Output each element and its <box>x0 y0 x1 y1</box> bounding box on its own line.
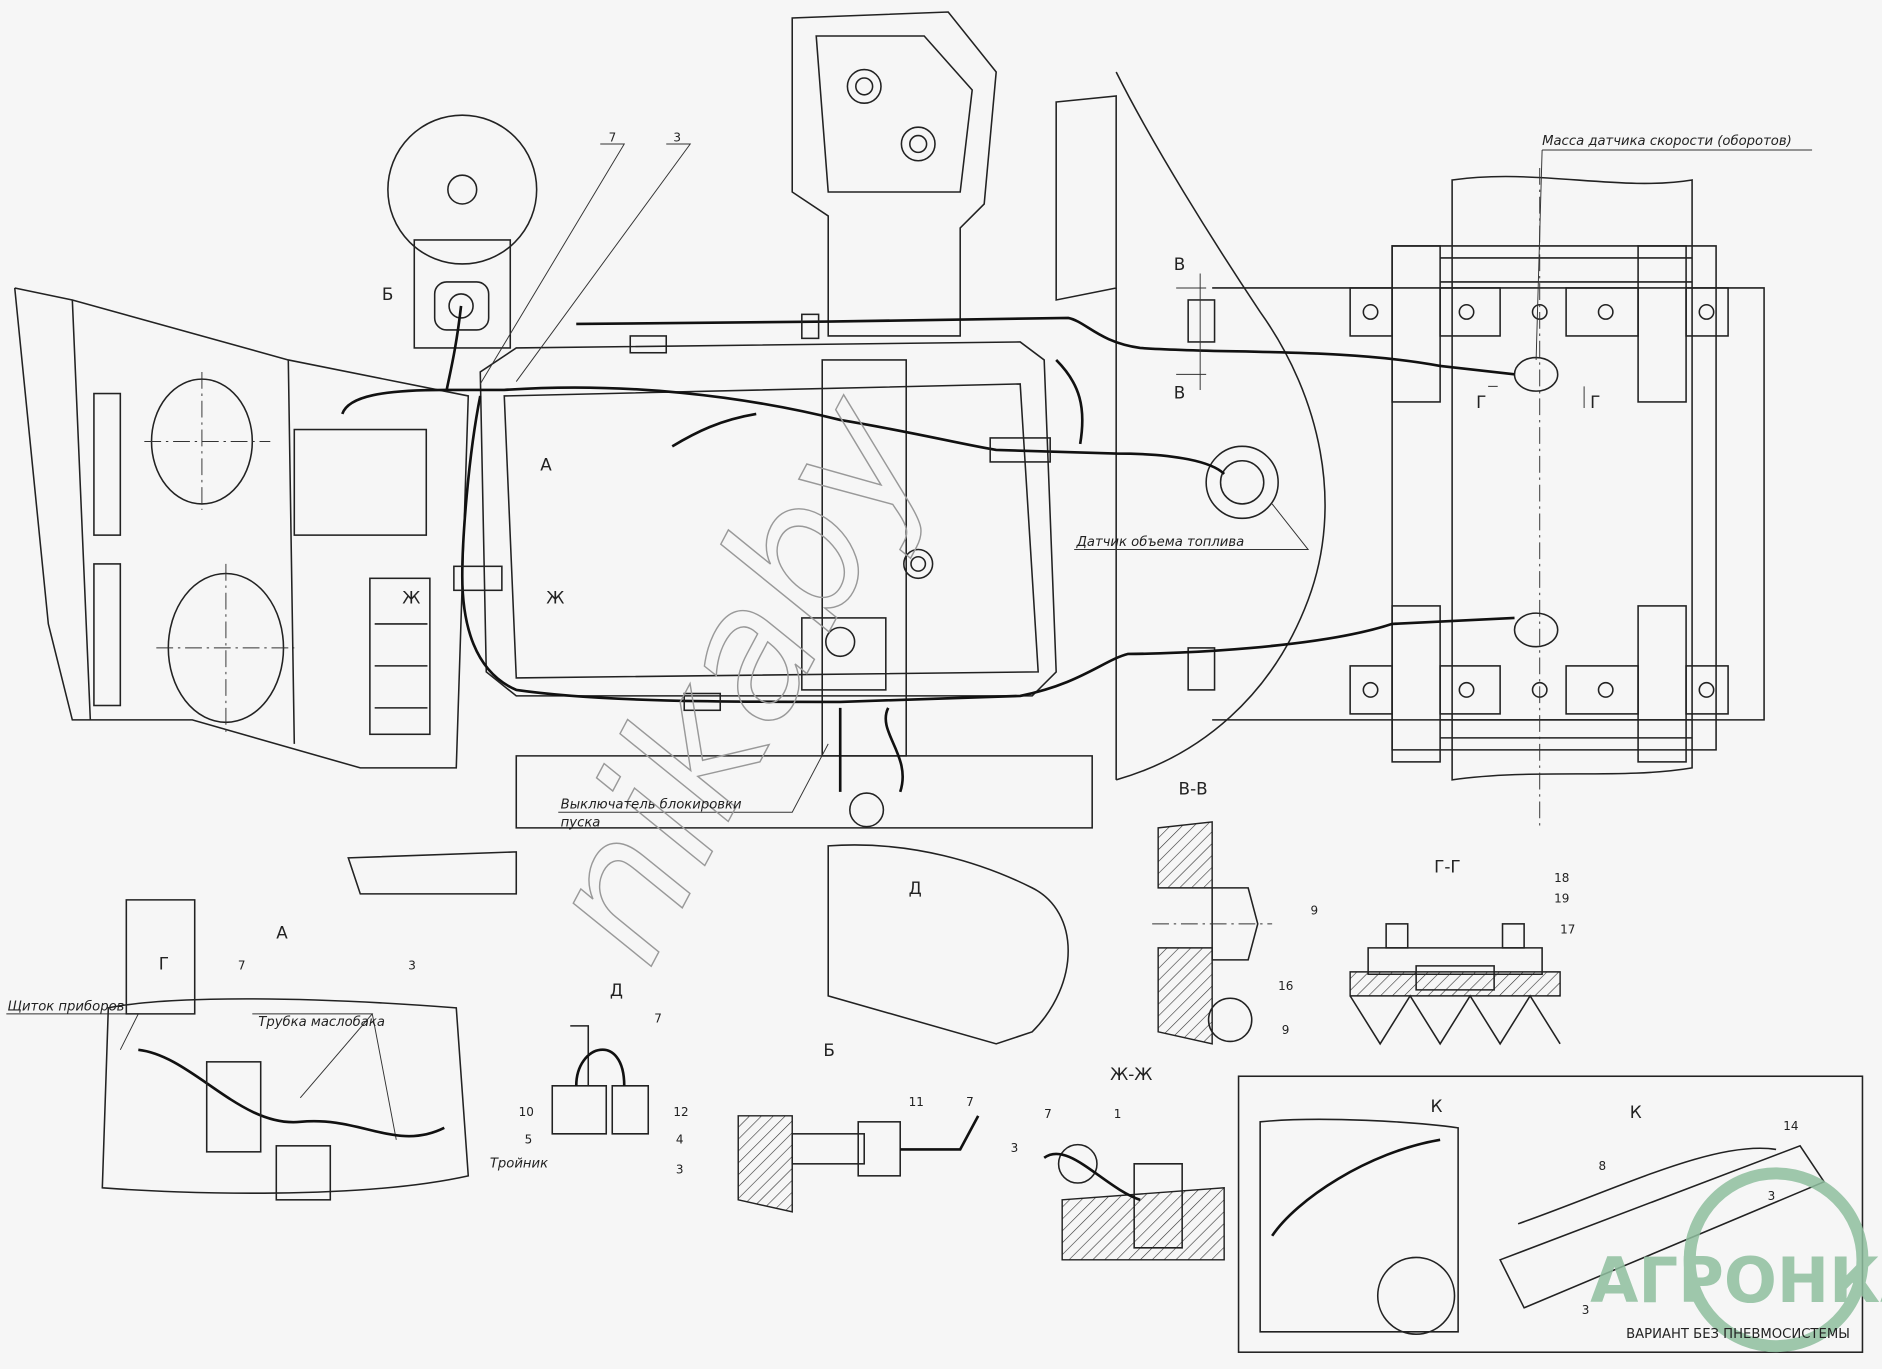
agronka-logo: АГРОНКА <box>1590 1167 1882 1353</box>
callout-3-k1: 3 <box>1768 1189 1776 1203</box>
section-mark-b: Б <box>382 284 394 304</box>
variant-frame <box>1237 1075 1864 1353</box>
section-mark-zh-left: Ж <box>402 588 420 608</box>
callout-11: 11 <box>909 1095 924 1109</box>
section-mark-g-right: Г <box>1590 392 1600 412</box>
view-mark-g: Г <box>159 953 169 973</box>
view-title-a: А <box>276 922 288 942</box>
callout-7-a: 7 <box>238 958 246 972</box>
view-title-g-g: Г-Г <box>1434 856 1461 876</box>
section-mark-a: А <box>540 454 552 474</box>
callout-9-v: 9 <box>1282 1023 1290 1037</box>
tractor-frame-plan-view <box>13 11 1765 1045</box>
callout-18: 18 <box>1554 871 1569 885</box>
callout-17: 17 <box>1560 922 1575 936</box>
callout-14: 14 <box>1783 1119 1798 1133</box>
callout-10: 10 <box>519 1105 534 1119</box>
logo-text: АГРОНКА <box>1590 1244 1882 1317</box>
leader-lines <box>6 143 1813 1140</box>
label-start-lock-switch-2: пуска <box>561 816 601 831</box>
callout-8: 8 <box>1599 1159 1607 1173</box>
label-variant-note: ВАРИАНТ БЕЗ ПНЕВМОСИСТЕМЫ <box>1626 1327 1850 1342</box>
callout-7: 7 <box>609 131 617 145</box>
callout-16: 16 <box>1278 979 1293 993</box>
callout-3-a: 3 <box>408 958 416 972</box>
view-title-b: Б <box>823 1040 835 1060</box>
section-mark-g-left: Г <box>1476 392 1486 412</box>
section-mark-d: Д <box>909 878 922 898</box>
view-title-k-right: К <box>1630 1102 1642 1122</box>
callout-3-d: 3 <box>676 1162 684 1176</box>
section-mark-zh-right: Ж <box>546 588 564 608</box>
callout-19: 19 <box>1554 891 1569 905</box>
label-tee: Тройник <box>490 1156 548 1171</box>
view-title-k-left: К <box>1431 1096 1443 1116</box>
section-mark-v-bottom: В <box>1174 382 1186 402</box>
callout-1: 1 <box>1114 1107 1122 1121</box>
label-start-lock-switch: Выключатель блокировки <box>561 797 742 813</box>
wiring-harness <box>341 305 1515 793</box>
callout-7-d: 7 <box>654 1011 662 1025</box>
callout-7-b: 7 <box>966 1095 974 1109</box>
callout-4: 4 <box>676 1132 684 1146</box>
callout-5: 5 <box>525 1132 533 1146</box>
label-fuel-level-sensor: Датчик объема топлива <box>1076 534 1245 550</box>
view-title-d: Д <box>610 980 623 1000</box>
view-title-zh-zh: Ж-Ж <box>1110 1064 1152 1084</box>
callout-3-k2: 3 <box>1582 1303 1590 1317</box>
callout-3: 3 <box>673 131 681 145</box>
callout-7-zh: 7 <box>1044 1107 1052 1121</box>
label-instrument-panel: Щиток приборов <box>8 998 125 1014</box>
section-mark-v-top: В <box>1174 254 1186 274</box>
detail-views <box>101 821 1864 1353</box>
callout-3-zh: 3 <box>1011 1141 1019 1155</box>
label-oil-tank-pipe: Трубка маслобака <box>258 1014 385 1030</box>
view-title-v-v: В-В <box>1179 778 1208 798</box>
label-speed-sensor-ground: Масса датчика скорости (оборотов) <box>1542 133 1792 149</box>
callout-9-g: 9 <box>1311 903 1319 917</box>
callout-12: 12 <box>673 1105 688 1119</box>
